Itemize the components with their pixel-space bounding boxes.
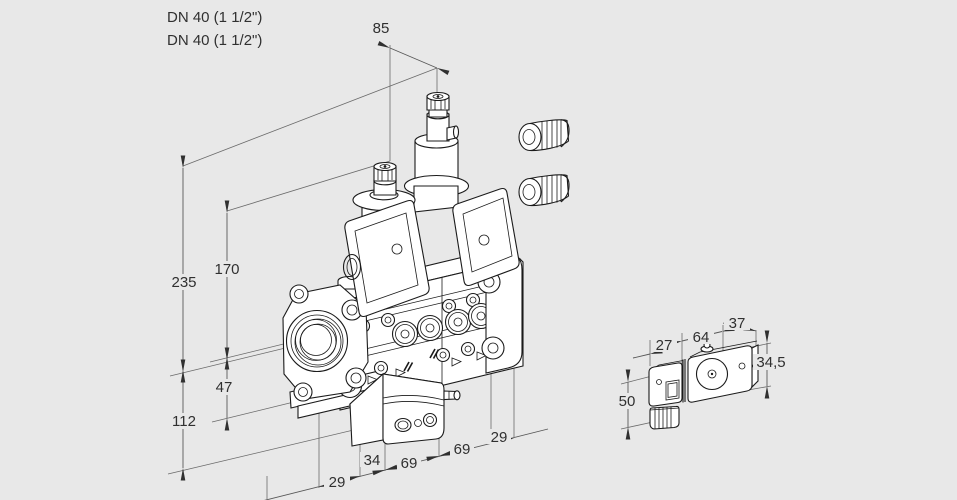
dim-label-235: 235 [171,274,196,291]
dim-label-69-b: 69 [454,441,471,458]
dim-label-170: 170 [214,261,239,278]
coil-housing-right [452,187,520,287]
dim-label-37: 37 [729,315,746,332]
dim-label-34: 34 [364,452,381,469]
gland-nut [649,405,680,430]
dn-label-1: DN 40 (1 1/2") [167,9,262,26]
vent-nipple [443,390,461,401]
dim-label-27: 27 [656,337,673,354]
din-plug [648,360,684,407]
flange-left [282,275,369,402]
dimension-labels: DN 40 (1 1/2") DN 40 (1 1/2") 85 235 170… [167,9,789,491]
dim-label-69-a: 69 [401,455,418,472]
dim-label-50: 50 [619,393,636,410]
dim-label-64: 64 [693,329,710,346]
actuator-right [403,91,470,213]
bottom-unit [348,372,461,447]
flow-direction-marks [367,348,487,385]
dim-label-34-5: 34,5 [756,354,785,371]
valve-assembly [282,91,524,447]
cable-glands [518,119,570,207]
coil-top-boss [700,341,714,353]
dim-label-47: 47 [216,379,233,396]
coil-housing-left [342,199,430,318]
dn-label-2: DN 40 (1 1/2") [167,32,262,49]
dim-label-29-left: 29 [329,474,346,491]
dim-label-29-right: 29 [491,429,508,446]
dim-label-85: 85 [373,20,390,37]
coil-accessory [648,340,759,430]
threaded-bore [285,309,349,373]
dim-label-112: 112 [172,413,196,430]
